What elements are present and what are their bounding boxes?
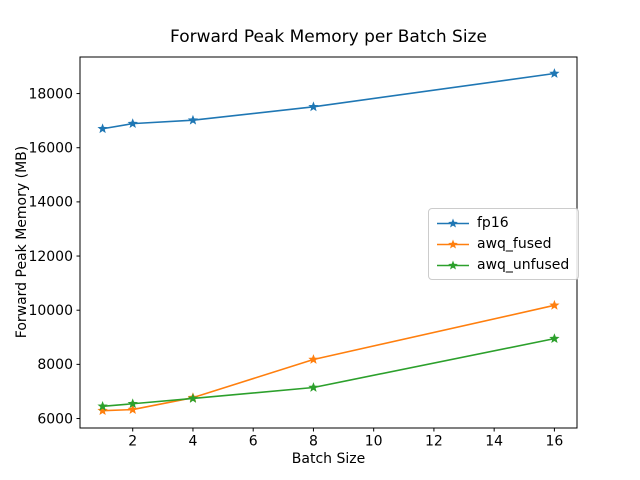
data-point-marker-awq_unfused	[549, 333, 560, 343]
series-line-fp16	[102, 72, 555, 130]
data-point-marker-awq_fused	[308, 354, 319, 364]
x-tick-label: 8	[309, 434, 318, 450]
y-tick-label: 18000	[28, 86, 73, 102]
data-point-marker-fp16	[127, 118, 138, 128]
x-tick-label: 2	[128, 434, 137, 450]
x-tick-label: 16	[545, 434, 563, 450]
chart-title: Forward Peak Memory per Batch Size	[170, 27, 487, 47]
legend-item-awq-unfused: awq_unfused	[436, 255, 569, 275]
data-point-marker-awq_fused	[97, 405, 108, 416]
data-point-marker-awq_unfused	[127, 398, 138, 409]
legend-label: fp16	[477, 215, 509, 231]
x-axis-label: Batch Size	[291, 451, 366, 467]
data-point-marker-awq_unfused	[308, 382, 319, 392]
y-tick-label: 16000	[28, 141, 73, 157]
x-tick-label: 14	[485, 434, 503, 450]
series-line-awq_fused	[102, 304, 555, 412]
legend-label: awq_fused	[477, 236, 552, 252]
legend-item-awq-fused: awq_fused	[436, 234, 569, 254]
y-axis-label: Forward Peak Memory (MB)	[14, 145, 30, 339]
legend-item-fp16: fp16	[436, 213, 569, 233]
x-tick-label: 6	[249, 434, 258, 450]
x-tick-label: 12	[425, 434, 443, 450]
legend-line-marker-icon	[437, 260, 469, 270]
data-point-marker-awq_fused	[127, 404, 138, 414]
data-point-marker-fp16	[97, 123, 108, 134]
data-point-marker-awq_fused	[549, 299, 560, 310]
y-tick-label: 10000	[28, 303, 73, 319]
legend-label: awq_unfused	[477, 257, 570, 273]
data-point-marker-awq_unfused	[97, 400, 108, 411]
y-tick-label: 6000	[37, 411, 73, 427]
series-line-awq_unfused	[102, 337, 555, 408]
x-tick-label: 10	[365, 434, 383, 450]
y-tick-label: 8000	[37, 357, 73, 373]
legend-line-marker-icon	[437, 218, 469, 228]
y-tick-label: 12000	[28, 249, 73, 265]
x-tick-label: 4	[188, 434, 197, 450]
data-point-marker-awq_unfused	[187, 393, 199, 403]
legend: fp16 awq_fused awq_unfused	[428, 208, 580, 280]
legend-line-marker-icon	[437, 239, 469, 249]
data-point-marker-fp16	[308, 101, 319, 112]
data-point-marker-fp16	[187, 114, 199, 125]
data-point-marker-fp16	[549, 68, 560, 78]
y-tick-label: 14000	[28, 195, 73, 211]
